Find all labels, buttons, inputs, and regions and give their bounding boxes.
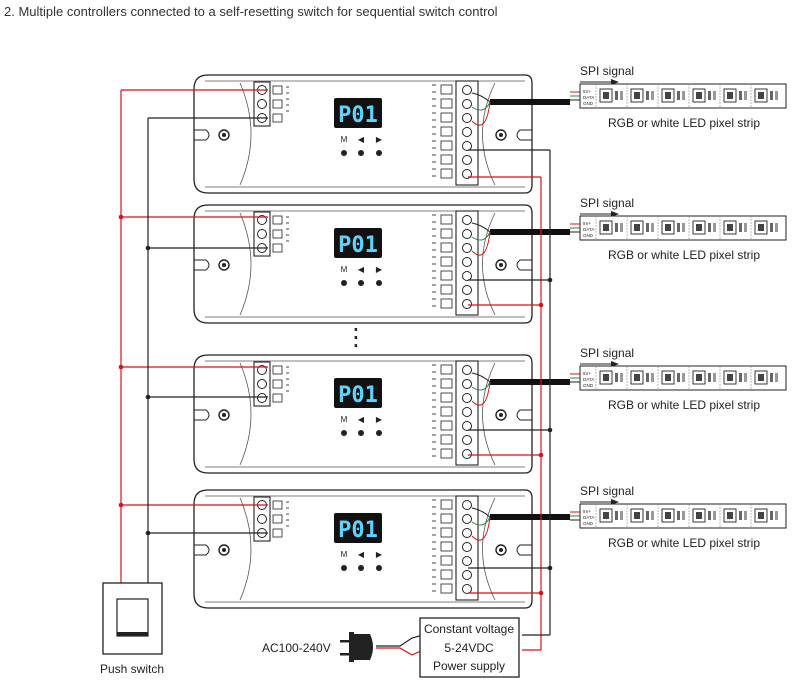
key-label: ▶ xyxy=(376,550,383,559)
key-label: ▶ xyxy=(376,265,383,274)
display-readout: P01 xyxy=(338,383,378,408)
strip-type-label: RGB or white LED pixel strip xyxy=(608,116,760,130)
key-label: M xyxy=(341,415,348,424)
control-key xyxy=(358,565,364,571)
strip-pin-label: DATA xyxy=(583,95,594,100)
control-key xyxy=(341,430,347,436)
strip-pin-label: DATA xyxy=(583,515,594,520)
key-label: M xyxy=(341,550,348,559)
display-readout: P01 xyxy=(338,233,378,258)
psu-label-line2: 5-24VDC xyxy=(444,641,494,655)
control-key xyxy=(376,150,382,156)
strip-pin-label: DATA xyxy=(583,377,594,382)
spi-signal-label: SPI signal xyxy=(580,346,634,360)
control-key xyxy=(341,150,347,156)
control-key xyxy=(341,565,347,571)
push-switch: Push switch xyxy=(100,582,164,676)
key-label: ◀ xyxy=(358,135,365,144)
key-label: ◀ xyxy=(358,550,365,559)
controller-housing xyxy=(193,74,533,194)
spi-signal-label: SPI signal xyxy=(580,64,634,78)
psu-label-line3: Power supply xyxy=(433,659,505,673)
spi-signal-label: SPI signal xyxy=(580,196,634,210)
strip-type-label: RGB or white LED pixel strip xyxy=(608,248,760,262)
spi-output-cable xyxy=(490,379,570,385)
strip-pin-label: 5V+ xyxy=(583,89,592,94)
strip-pin-label: DATA xyxy=(583,227,594,232)
strip-pin-label: 5V+ xyxy=(583,371,592,376)
strip-pin-label: GND xyxy=(583,233,594,238)
spi-output-cable xyxy=(490,99,570,105)
control-key xyxy=(341,280,347,286)
strip-pin-label: GND xyxy=(583,383,594,388)
more-controllers-ellipsis: ⋮ xyxy=(344,324,368,351)
led-display xyxy=(334,228,382,258)
spi-signal-label: SPI signal xyxy=(580,484,634,498)
key-label: ◀ xyxy=(358,415,365,424)
led-display xyxy=(334,513,382,543)
mains-plug: AC100-240V xyxy=(262,632,424,662)
strip-pin-label: 5V+ xyxy=(583,509,592,514)
key-label: M xyxy=(341,135,348,144)
spi-output-cable xyxy=(490,514,570,520)
psu-label-line1: Constant voltage xyxy=(424,622,514,636)
strip-pin-label: 5V+ xyxy=(583,221,592,226)
controller-housing xyxy=(193,489,533,609)
control-key xyxy=(376,280,382,286)
key-label: M xyxy=(341,265,348,274)
page-title: 2. Multiple controllers connected to a s… xyxy=(4,4,498,19)
control-key xyxy=(376,565,382,571)
led-display xyxy=(334,378,382,408)
key-label: ◀ xyxy=(358,265,365,274)
key-label: ▶ xyxy=(376,415,383,424)
strip-type-label: RGB or white LED pixel strip xyxy=(608,536,760,550)
push-switch-label: Push switch xyxy=(100,662,164,676)
control-key xyxy=(358,430,364,436)
mains-voltage-label: AC100-240V xyxy=(262,641,331,655)
led-display xyxy=(334,98,382,128)
control-key xyxy=(358,150,364,156)
power-supply: Constant voltage 5-24VDC Power supply xyxy=(419,617,520,678)
display-readout: P01 xyxy=(338,103,378,128)
control-key xyxy=(358,280,364,286)
strip-pin-label: GND xyxy=(583,101,594,106)
strip-type-label: RGB or white LED pixel strip xyxy=(608,398,760,412)
bus-wiring xyxy=(118,89,553,653)
strip-pin-label: GND xyxy=(583,521,594,526)
key-label: ▶ xyxy=(376,135,383,144)
control-key xyxy=(376,430,382,436)
spi-output-cable xyxy=(490,229,570,235)
display-readout: P01 xyxy=(338,518,378,543)
